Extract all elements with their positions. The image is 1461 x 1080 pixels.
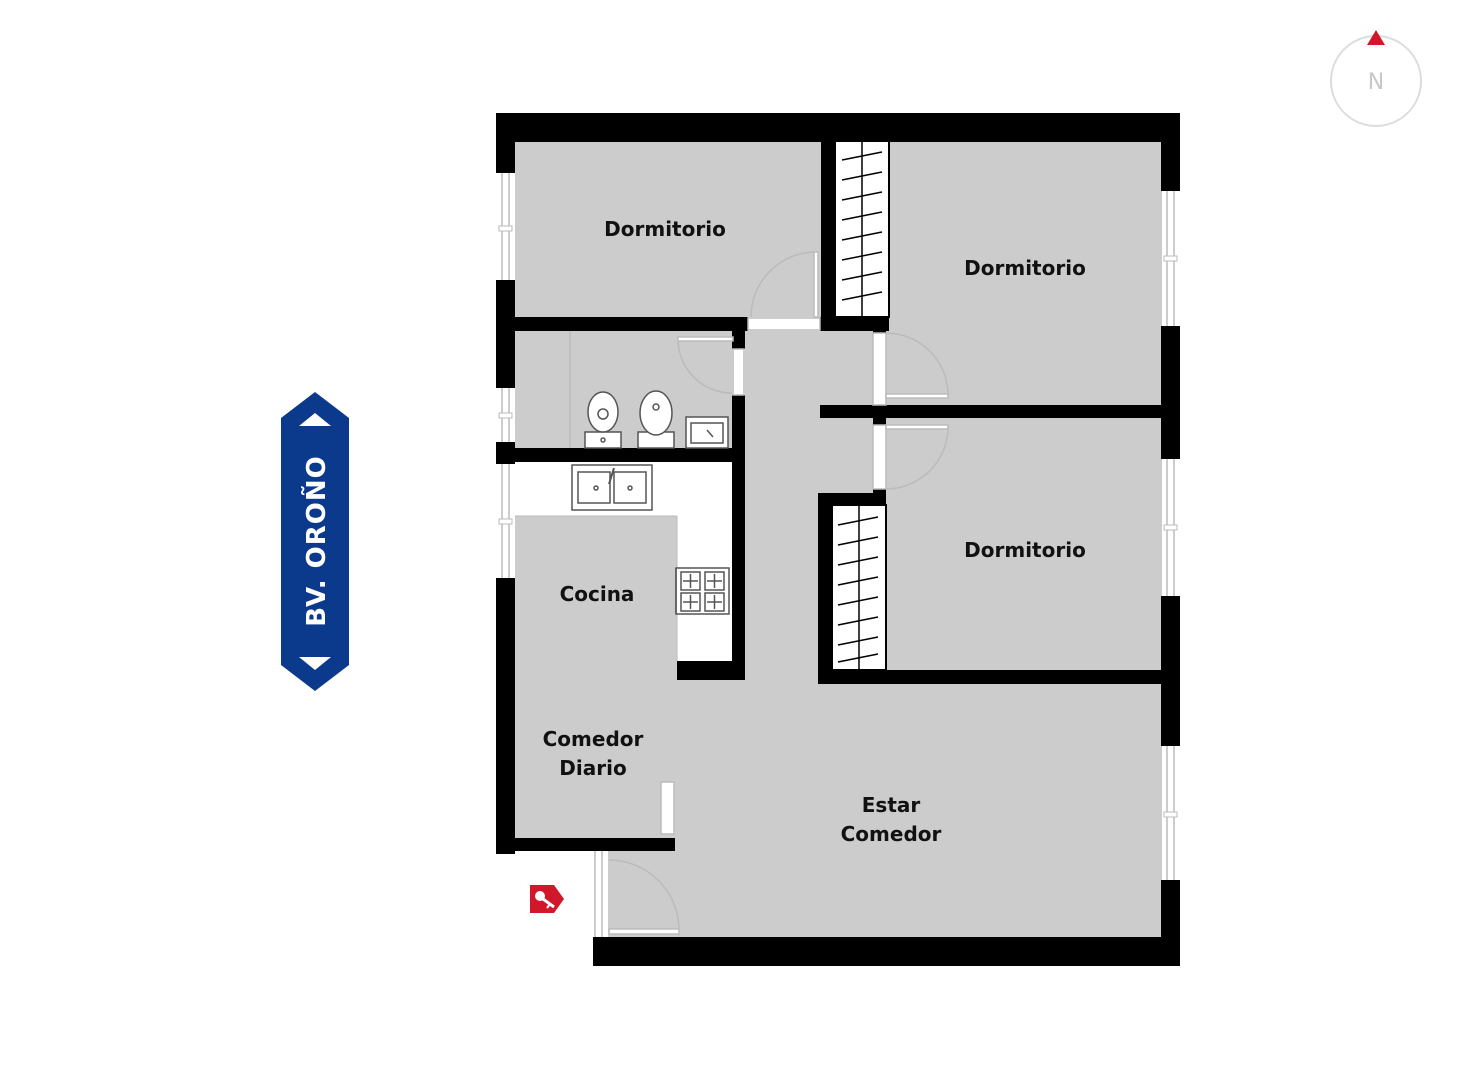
kitchen-sink xyxy=(571,464,653,511)
arrow-down-icon xyxy=(299,657,331,670)
floor-dormitorio-1 xyxy=(515,141,821,317)
room-label-cocina: Cocina xyxy=(560,582,635,606)
key-icon xyxy=(530,885,564,913)
room-label-dormitorio-2: Dormitorio xyxy=(964,256,1086,280)
room-label-dormitorio-1: Dormitorio xyxy=(604,217,726,241)
floor-dormitorio-3 xyxy=(886,418,1162,670)
closet-dormitorio-2 xyxy=(834,140,890,318)
floor-cocina xyxy=(515,516,677,686)
room-label-estar-2: Comedor xyxy=(841,822,942,846)
room-label-dormitorio-3: Dormitorio xyxy=(964,538,1086,562)
floor-living xyxy=(515,680,1162,937)
north-arrow-icon xyxy=(1367,30,1385,45)
street-badge: BV. OROÑO xyxy=(281,392,349,691)
room-label-comedor-diario-1: Comedor xyxy=(543,727,644,751)
room-label-comedor-diario-2: Diario xyxy=(559,756,626,780)
floors xyxy=(515,141,1162,937)
walls xyxy=(496,113,1180,966)
room-labels: Dormitorio Dormitorio Dormitorio Cocina … xyxy=(543,217,1086,846)
compass-label: N xyxy=(1368,70,1384,95)
closet-dormitorio-3 xyxy=(831,504,887,671)
arrow-up-icon xyxy=(299,413,331,426)
floor-dormitorio-2 xyxy=(889,141,1162,405)
bathroom-fixtures xyxy=(584,390,729,449)
doors xyxy=(608,251,949,935)
room-label-estar-1: Estar xyxy=(862,793,921,817)
compass-icon: N xyxy=(1330,30,1422,127)
stove xyxy=(675,567,730,615)
street-name: BV. OROÑO xyxy=(300,455,332,627)
